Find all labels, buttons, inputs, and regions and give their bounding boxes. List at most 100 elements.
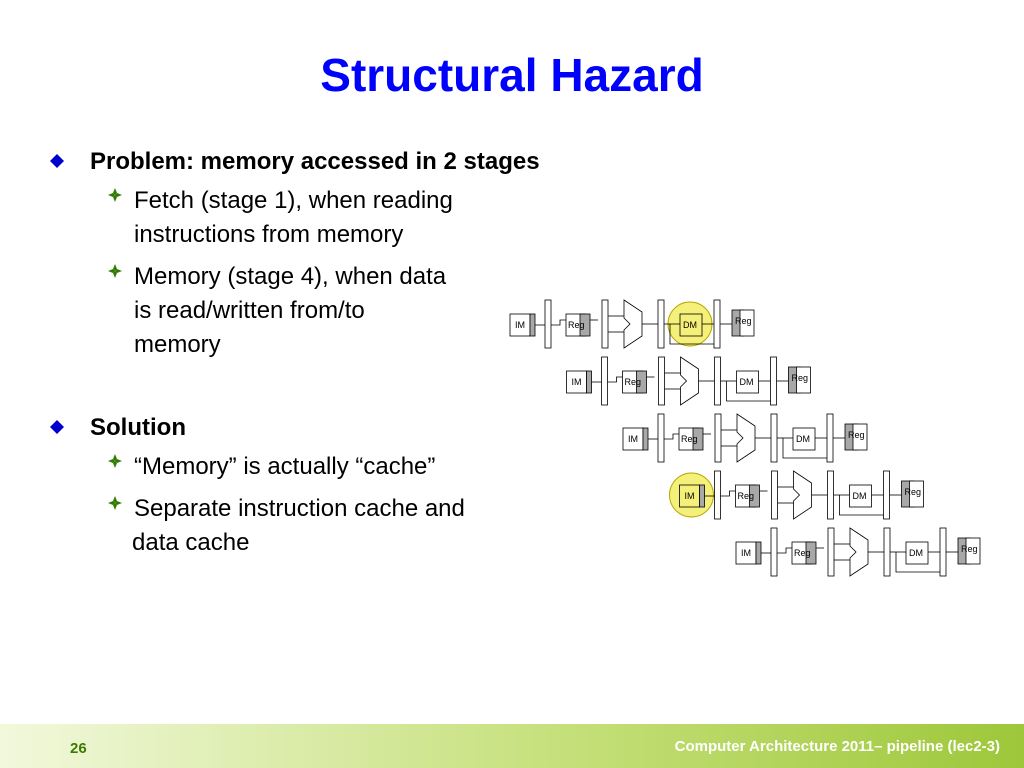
dm-box [905, 541, 929, 565]
wire-bypass [895, 552, 940, 573]
pipeline-latch [827, 527, 835, 577]
im-label: IM [515, 320, 525, 330]
pipeline-latch [713, 299, 721, 349]
dm-label: DM [683, 320, 697, 330]
alu-shape [623, 299, 643, 349]
reg-read-shade [749, 484, 760, 508]
reg-read-label: Reg [625, 377, 642, 387]
reg-write-label: Reg [848, 430, 865, 440]
wire-bypass [839, 495, 884, 516]
pipeline-latch [939, 527, 947, 577]
pipeline-latch [770, 356, 777, 406]
reg-write-label: Reg [735, 316, 752, 326]
im-box-shade [699, 484, 705, 508]
sub-bullet-line: data cache [132, 529, 250, 556]
pipeline-latch [714, 413, 722, 463]
pipeline-latch [826, 413, 834, 463]
reg-write-box [909, 480, 924, 508]
reg-write-label: Reg [792, 373, 809, 383]
reg-read-label: Reg [681, 434, 698, 444]
im-box-shade [755, 541, 762, 565]
clover-bullet-icon [108, 454, 122, 468]
pipeline-instruction-row: IM Reg DM Reg [566, 356, 811, 406]
alu-shape [793, 470, 812, 520]
pipeline-instruction-row: IM Reg DM Reg [735, 527, 981, 577]
dm-box [736, 370, 759, 394]
dm-label: DM [740, 377, 754, 387]
pipeline-latch [658, 356, 665, 406]
wire [777, 547, 792, 554]
bullet-text: Problem: memory accessed in 2 stages [90, 148, 540, 175]
pipeline-latch [883, 527, 891, 577]
im-label: IM [741, 548, 751, 558]
dm-label: DM [796, 434, 810, 444]
reg-write-label: Reg [905, 487, 922, 497]
pipeline-latch [883, 470, 890, 520]
sub-bullet-line: is read/written from/to [134, 297, 365, 324]
im-box-shade [586, 370, 592, 394]
slide-title: Structural Hazard [320, 49, 704, 101]
pipeline-latch [601, 299, 609, 349]
clover-bullet-icon [108, 264, 122, 278]
dm-box [792, 427, 816, 451]
bullet-text: Solution [90, 414, 186, 441]
reg-read-shade [636, 370, 647, 394]
reg-read-shade [579, 313, 591, 337]
reg-write-box [852, 423, 868, 451]
sub-bullet-line: memory [134, 331, 221, 358]
reg-read-label: Reg [738, 491, 755, 501]
sub-bullet-line: instructions from memory [134, 221, 404, 248]
pipeline-latch [771, 470, 778, 520]
wire [607, 376, 623, 383]
im-label: IM [572, 377, 582, 387]
wire [664, 433, 679, 440]
alu-shape [736, 413, 756, 463]
page-number: 26 [70, 740, 87, 757]
wire-bypass [782, 438, 827, 459]
pipeline-latch [544, 299, 552, 349]
wire-bypass [726, 381, 771, 402]
dm-box [679, 313, 703, 337]
pipeline-instruction-row: IM Reg DM Reg [509, 299, 755, 349]
reg-read-label: Reg [794, 548, 811, 558]
pipeline-latch [770, 527, 778, 577]
pipeline-latch [601, 356, 608, 406]
pipeline-instruction-row: IM Reg DM Reg [622, 413, 868, 463]
pipeline-latch [657, 299, 665, 349]
sub-bullet-line: Separate instruction cache and [134, 495, 465, 522]
dm-label: DM [853, 491, 867, 501]
sub-bullet-line: Memory (stage 4), when data [134, 263, 447, 290]
im-label: IM [685, 491, 695, 501]
sub-bullet-line: Fetch (stage 1), when reading [134, 187, 453, 214]
clover-bullet-icon [108, 496, 122, 510]
dm-label: DM [909, 548, 923, 558]
reg-write-label: Reg [961, 544, 978, 554]
alu-shape [849, 527, 869, 577]
reg-read-shade [805, 541, 817, 565]
reg-read-label: Reg [568, 320, 585, 330]
pipeline-instruction-row: IM Reg DM Reg [669, 470, 924, 520]
footer-text: Computer Architecture 2011– pipeline (le… [674, 738, 1000, 755]
reg-write-box [796, 366, 811, 394]
pipeline-latch [714, 356, 721, 406]
pipeline-latch [827, 470, 834, 520]
reg-write-box [739, 309, 755, 337]
sub-bullet-line: “Memory” is actually “cache” [134, 453, 436, 480]
wire [720, 490, 736, 497]
pipeline-latch [714, 470, 721, 520]
wire [551, 319, 566, 326]
diamond-bullet-icon [50, 420, 64, 434]
reg-write-box [965, 537, 981, 565]
im-label: IM [628, 434, 638, 444]
pipeline-latch [770, 413, 778, 463]
alu-shape [680, 356, 699, 406]
im-box-shade [529, 313, 536, 337]
footer-bar: 26 Computer Architecture 2011– pipeline … [0, 724, 1024, 768]
pipeline-latch [657, 413, 665, 463]
wire-bypass [669, 324, 714, 345]
dm-box [849, 484, 872, 508]
clover-bullet-icon [108, 188, 122, 202]
im-box-shade [642, 427, 649, 451]
diamond-bullet-icon [50, 154, 64, 168]
